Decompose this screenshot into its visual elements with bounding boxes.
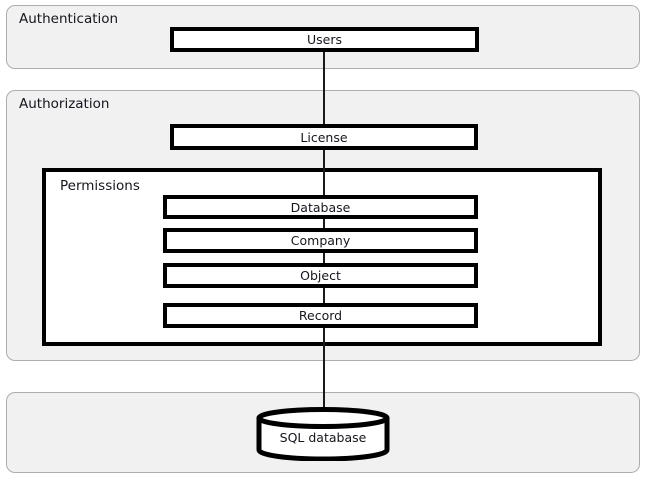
node-users-label: Users [306,32,342,47]
node-license-label: License [300,129,348,145]
node-license[interactable]: License [170,124,478,150]
node-permission-database[interactable]: Database [163,195,478,219]
node-permission-record-label: Record [298,308,343,323]
group-authorization-label: Authorization [19,96,110,112]
group-authentication-label: Authentication [19,11,119,27]
node-sql-database[interactable]: SQL database [255,407,391,461]
node-permission-company[interactable]: Company [163,228,478,253]
node-permission-object[interactable]: Object [163,263,478,288]
node-permission-database-label: Database [290,199,351,215]
node-users[interactable]: Users [170,27,479,52]
node-permission-company-label: Company [290,233,351,248]
permissions-label: Permissions [60,178,140,194]
node-permission-record[interactable]: Record [163,303,478,328]
database-cylinder-icon [256,407,390,461]
node-permission-object-label: Object [300,268,341,283]
